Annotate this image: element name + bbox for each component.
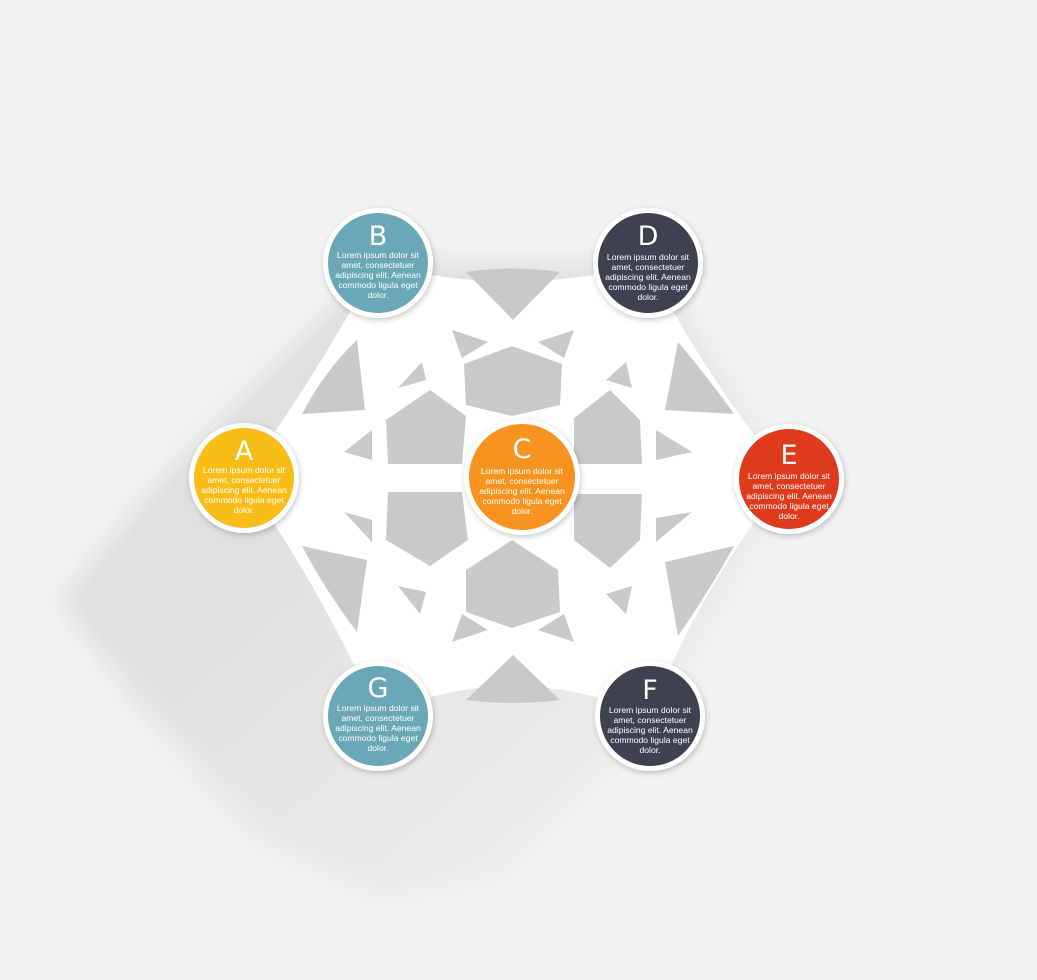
node-a-text-line-1: Lorem ipsum dolor sit <box>203 465 286 475</box>
node-d-text-line-5: dolor. <box>637 292 658 302</box>
node-b-text-line-4: commodo ligula eget <box>338 280 418 290</box>
node-f-text-line-4: commodo ligula eget <box>610 735 690 745</box>
node-b: B Lorem ipsum dolor sit amet, consectetu… <box>323 208 433 318</box>
node-g-text-line-3: adipiscing elit. Aenean <box>335 723 421 733</box>
node-c-text-line-3: adipiscing elit. Aenean <box>479 486 565 496</box>
node-e-text-line-3: adipiscing elit. Aenean <box>746 491 832 501</box>
node-b-text-line-1: Lorem ipsum dolor sit <box>337 250 420 260</box>
node-g-text-line-5: dolor. <box>367 743 388 753</box>
node-e-text-line-5: dolor. <box>778 511 799 521</box>
node-g-text-line-2: amet, consectetuer <box>341 713 414 723</box>
node-f-text-line-3: adipiscing elit. Aenean <box>607 725 693 735</box>
node-e-disc <box>739 429 839 529</box>
node-c-text-line-2: amet, consectetuer <box>485 476 558 486</box>
node-a-disc <box>194 428 294 528</box>
node-e-text-line-4: commodo ligula eget <box>749 501 829 511</box>
node-a-letter: A <box>235 436 254 467</box>
node-d-text-line-3: adipiscing elit. Aenean <box>605 272 691 282</box>
node-b-disc <box>328 213 428 313</box>
node-f-text-line-2: amet, consectetuer <box>613 715 686 725</box>
node-a-text-line-4: commodo ligula eget <box>204 495 284 505</box>
node-a-text-line-2: amet, consectetuer <box>207 475 280 485</box>
node-g-letter: G <box>368 673 389 704</box>
cutout-pattern <box>302 268 734 703</box>
node-e-text-line-1: Lorem ipsum dolor sit <box>748 471 831 481</box>
node-b-text-line-5: dolor. <box>367 290 388 300</box>
node-c-disc <box>469 424 575 530</box>
node-f-text-line-5: dolor. <box>639 745 660 755</box>
node-d: D Lorem ipsum dolor sit amet, consectetu… <box>593 208 703 318</box>
node-b-text-line-2: amet, consectetuer <box>341 260 414 270</box>
node-a: A Lorem ipsum dolor sit amet, consectetu… <box>189 423 299 533</box>
node-d-text-line-4: commodo ligula eget <box>608 282 688 292</box>
node-a-text-line-5: dolor. <box>233 505 254 515</box>
node-c-text-line-1: Lorem ipsum dolor sit <box>481 466 564 476</box>
node-c: C Lorem ipsum dolor sit amet, consectetu… <box>464 419 580 535</box>
node-c-letter: C <box>513 434 532 465</box>
node-d-text-line-1: Lorem ipsum dolor sit <box>607 252 690 262</box>
node-e-letter: E <box>780 440 797 471</box>
node-e-text-line-2: amet, consectetuer <box>752 481 825 491</box>
node-c-text-line-5: dolor. <box>511 506 532 516</box>
node-f: F Lorem ipsum dolor sit amet, consectetu… <box>595 661 705 771</box>
node-g-disc <box>328 666 428 766</box>
node-g: G Lorem ipsum dolor sit amet, consectetu… <box>323 661 433 771</box>
node-g-text-line-1: Lorem ipsum dolor sit <box>337 703 420 713</box>
node-g-text-line-4: commodo ligula eget <box>338 733 418 743</box>
node-a-text-line-3: adipiscing elit. Aenean <box>201 485 287 495</box>
node-d-text-line-2: amet, consectetuer <box>611 262 684 272</box>
node-d-disc <box>598 213 698 313</box>
node-d-letter: D <box>638 221 659 252</box>
node-b-letter: B <box>369 221 388 252</box>
node-f-disc <box>600 666 700 766</box>
node-b-text-line-3: adipiscing elit. Aenean <box>335 270 421 280</box>
node-f-letter: F <box>642 675 658 706</box>
node-c-text-line-4: commodo ligula eget <box>482 496 562 506</box>
node-e: E Lorem ipsum dolor sit amet, consectetu… <box>734 424 844 534</box>
node-f-text-line-1: Lorem ipsum dolor sit <box>609 705 692 715</box>
